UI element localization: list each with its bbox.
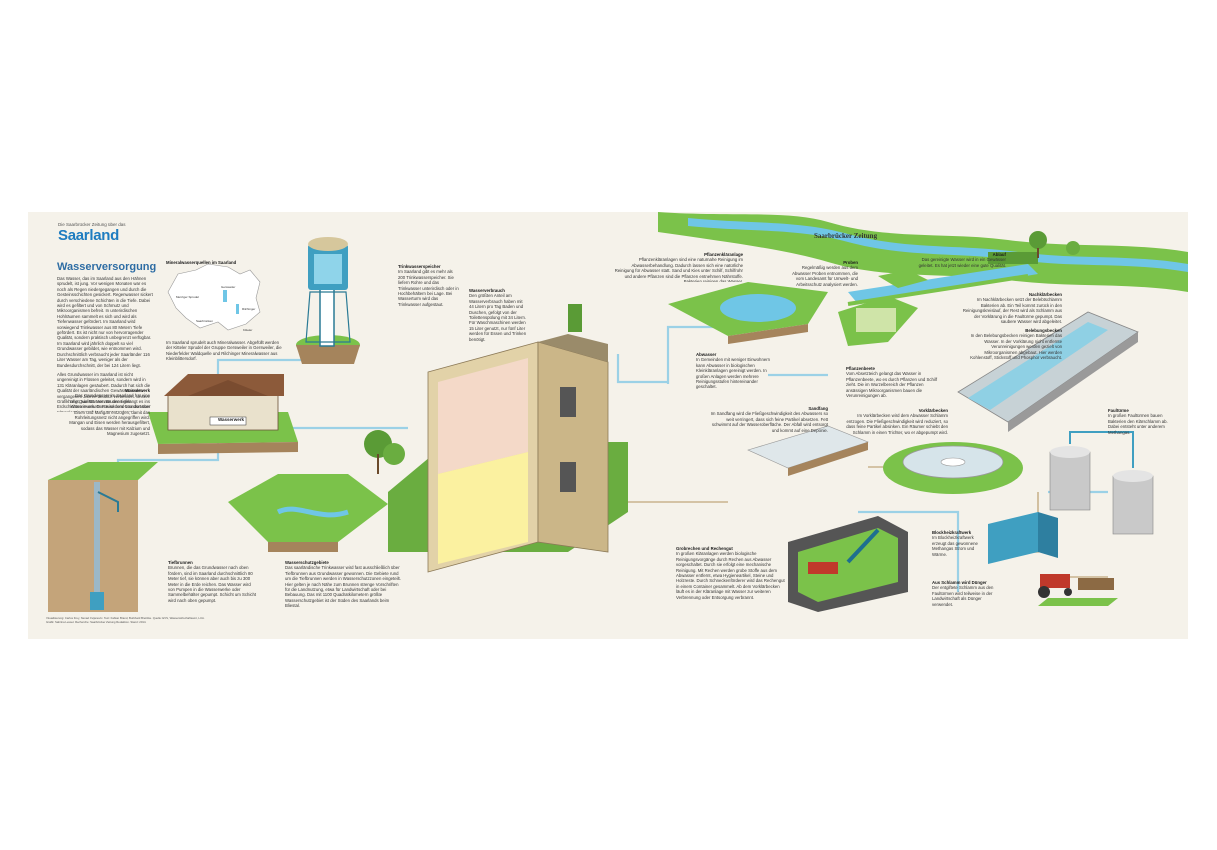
section-pflanzenbeete: Pflanzenbeete Vom Absetzteich gelangt da… <box>846 366 946 404</box>
section-grobreinigung: Grobrechen und Rechengut In großen Klära… <box>676 546 788 608</box>
section-vorklaer: Vorklärbecken Im Vorklärbecken wird dem … <box>846 408 948 440</box>
plant-treatment-pond <box>668 282 828 344</box>
body: In Gemeinden mit weniger Einwohnern kann… <box>696 357 771 390</box>
section-verbrauch: Wasserverbrauch Den größten Anteil am Wa… <box>469 288 527 358</box>
brand-logo: Die Saarbrücker Zeitung über das Saarlan… <box>58 222 126 245</box>
water-tower <box>296 237 360 364</box>
waterworks-sign: Wasserwerk <box>217 417 245 422</box>
intro-text-2: Alles Grundwasser im Saarland ist nicht … <box>57 372 151 412</box>
map-label: Merziger Sprudel <box>176 295 199 299</box>
river-illustration <box>658 212 1188 292</box>
heading: Pflanzenbeete <box>846 366 875 371</box>
heading: Proben <box>843 260 858 265</box>
body: Im Vorklärbecken wird dem Abwasser Schla… <box>846 413 948 435</box>
body: Vom Absetzteich gelangt das Wasser in Pf… <box>846 371 938 399</box>
heading: Sandfang <box>808 406 828 411</box>
heading: Mineralwasserquellen im Saarland <box>166 260 237 265</box>
body: Pflanzenkläranlagen sind eine naturnahe … <box>614 257 743 282</box>
newspaper-name: Saarbrücker Zeitung <box>814 232 878 240</box>
page-title: Wasserversorgung <box>57 261 157 273</box>
section-ablauf: Ablauf Das gereinigte Wasser wird in ein… <box>908 252 1006 276</box>
heading: Pflanzenkläranlage <box>704 252 743 257</box>
map-label: Gersweiler <box>221 285 236 289</box>
aeration-tanks <box>957 311 1139 432</box>
heading: Faultürme <box>1108 408 1129 413</box>
reed-beds <box>838 270 928 346</box>
apartment-house <box>388 304 628 573</box>
map-label: Kitteler <box>243 328 253 332</box>
section-schutz: Wasserschutzgebiete Das saarländische Tr… <box>285 560 403 614</box>
map-label: Saarbrücken <box>196 319 214 323</box>
body: In großen Kläranlagen werden biologische… <box>676 551 785 600</box>
section-nachklaer: Nachklärbecken Im Nachklärbecken setzt d… <box>958 292 1062 326</box>
primary-clarifier <box>883 442 1023 494</box>
body: Im Blockheizkraftwerk erzeugt das gewonn… <box>932 535 978 557</box>
heading: Blockheizkraftwerk <box>932 530 972 535</box>
heading: Abwasser <box>696 352 717 357</box>
section-sandfang: Sandfang Im Sandfang wird die Fließgesch… <box>708 406 828 442</box>
credit-line: Visualisierung: Carlos Frey, Nenad Cvija… <box>46 616 205 620</box>
body: Brunnen, die das Grundwasser nach oben f… <box>168 565 257 603</box>
body: Im Sandfang wird die Fließgeschwindigkei… <box>710 411 828 433</box>
credit-line: Grafik: Sabrina Lessel. Recherche: Saarb… <box>46 619 147 624</box>
section-wasserwerk: Wasserwerk Das Grundwasser im Saarland h… <box>68 388 150 448</box>
chp-plant <box>988 512 1058 564</box>
section-proben: Proben Regelmäßig werden aus dem Abwasse… <box>788 260 858 304</box>
tractor <box>1038 574 1118 606</box>
heading: Belebungsbecken <box>1025 328 1062 333</box>
section-turm: Trinkwasserspeicher Im Saarland gibt es … <box>398 264 460 324</box>
protected-area <box>228 430 405 552</box>
screening-plant <box>788 516 908 612</box>
deep-well <box>48 462 158 612</box>
heading: Ablauf <box>992 252 1006 257</box>
logo-name: Saarland <box>58 227 119 244</box>
intro-text: Das Wasser, das im Saarland aus den Hähn… <box>57 276 153 368</box>
body: Im Nachklärbecken setzt der Belebtschlam… <box>962 297 1062 325</box>
heading: Nachklärbecken <box>1029 292 1062 297</box>
section-abwasser: Abwasser In Gemeinden mit weniger Einwoh… <box>696 352 776 390</box>
logo-tagline: Die Saarbrücker Zeitung über das <box>58 222 126 227</box>
body: Das gereinigte Wasser wird in ein Gewäss… <box>918 257 1006 268</box>
heading: Trinkwasserspeicher <box>398 264 441 269</box>
section-bhkw: Blockheizkraftwerk Im Blockheizkraftwerk… <box>932 530 988 566</box>
section-duenger: Aus Schlamm wird Dünger Der entgiftete S… <box>932 580 998 614</box>
map-label: Rilchinger <box>242 307 256 311</box>
heading: Wasserwerk <box>125 388 150 393</box>
body: Den größten Anteil am Wasserverbrauch ha… <box>469 293 527 342</box>
body: Im Saarland gibt es mehr als 200 Trinkwa… <box>398 269 459 307</box>
heading: Aus Schlamm wird Dünger <box>932 580 987 585</box>
waterworks-building <box>148 374 298 454</box>
body: Der entgiftete Schlamm aus den Faultürme… <box>932 585 994 607</box>
section-faultuerme: Faultürme In großen Faultürmen bauen Bak… <box>1108 408 1172 448</box>
credits: Visualisierung: Carlos Frey, Nenad Cvija… <box>46 616 346 624</box>
heading: Wasserverbrauch <box>469 288 505 293</box>
heading: Tiefbrunnen <box>168 560 193 565</box>
heading: Wasserschutzgebiete <box>285 560 329 565</box>
heading: Vorklärbecken <box>918 408 948 413</box>
section-mineral-body: Im Saarland sprudelt auch Mineralwasser.… <box>166 340 282 362</box>
section-belebung: Belebungsbecken In den Belebungsbecken r… <box>968 328 1062 388</box>
digestion-towers <box>1049 431 1154 535</box>
body: Das Grundwasser im Saarland hat eine hoh… <box>68 393 150 437</box>
illustration-layer <box>48 212 1188 612</box>
section-tiefbrunnen: Tiefbrunnen Brunnen, die das Grundwasser… <box>168 560 258 610</box>
infographic-sheet: Die Saarbrücker Zeitung über das Saarlan… <box>28 212 1188 639</box>
body: In den Belebungsbecken reinigen Bakterie… <box>970 333 1062 361</box>
heading: Grobrechen und Rechengut <box>676 546 733 551</box>
body: In großen Faultürmen bauen Bakterien den… <box>1108 413 1168 435</box>
sand-trap <box>747 425 869 476</box>
saarland-map-shape <box>167 263 261 331</box>
body: Regelmäßig werden aus dem Abwasser Probe… <box>792 265 858 287</box>
body: Das saarländische Trinkwasser wird fast … <box>285 565 401 609</box>
section-pflanzen: Pflanzenkläranlage Pflanzenkläranlagen s… <box>613 252 743 282</box>
section-mineral-head: Mineralwasserquellen im Saarland <box>166 260 246 265</box>
